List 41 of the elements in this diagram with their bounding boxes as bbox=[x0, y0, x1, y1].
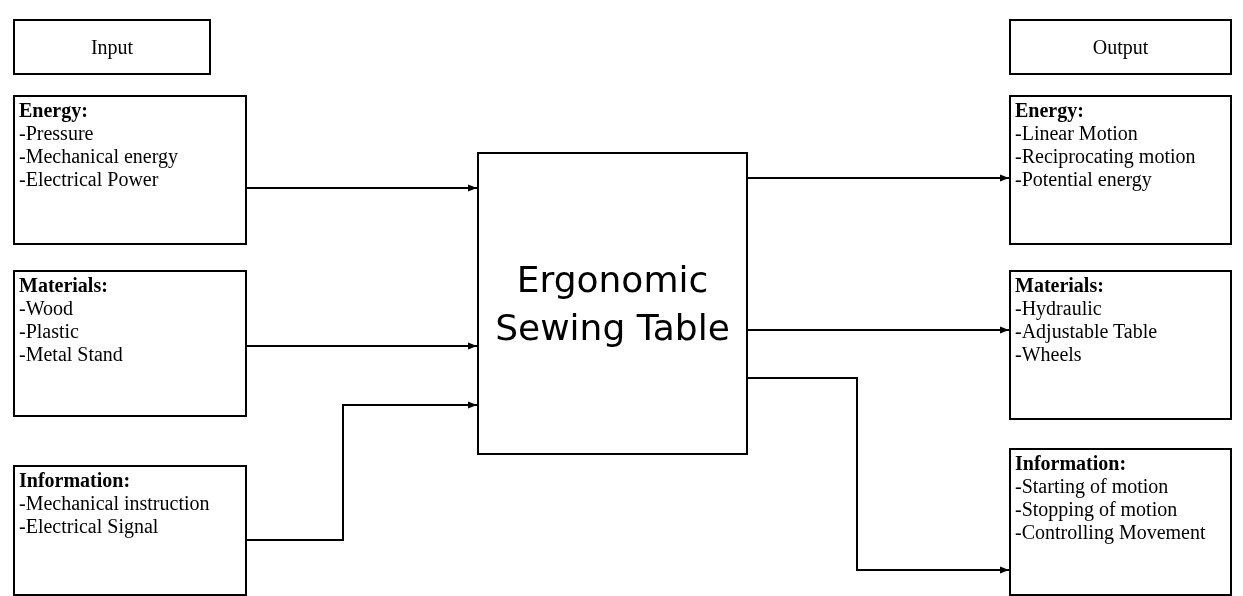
heading: Materials: bbox=[19, 274, 109, 297]
list-item: -Mechanical instruction bbox=[19, 492, 211, 515]
list-item: -Adjustable Table bbox=[1015, 320, 1159, 343]
heading: Ergonomic Sewing Table bbox=[494, 257, 731, 350]
text-box bbox=[13, 270, 247, 417]
heading: Energy: bbox=[1015, 99, 1085, 122]
text-box bbox=[1009, 19, 1232, 75]
list-item: -Potential energy bbox=[1015, 168, 1153, 191]
arrow bbox=[246, 184, 478, 192]
heading: Energy: bbox=[19, 99, 89, 122]
heading: Information: bbox=[1015, 452, 1128, 475]
text-box bbox=[1009, 95, 1232, 245]
arrow bbox=[246, 401, 478, 541]
list-item: -Plastic bbox=[19, 320, 80, 343]
heading: Materials: bbox=[1015, 274, 1105, 297]
list-item: -Hydraulic bbox=[1015, 297, 1103, 320]
list-item: -Pressure bbox=[19, 122, 95, 145]
list-item: -Mechanical energy bbox=[19, 145, 179, 168]
arrow bbox=[747, 377, 1010, 574]
list-item: -Electrical Signal bbox=[19, 515, 160, 538]
list-item: -Starting of motion bbox=[1015, 475, 1170, 498]
arrow bbox=[246, 342, 478, 350]
list-item: -Stopping of motion bbox=[1015, 498, 1179, 521]
list-item: -Electrical Power bbox=[19, 168, 160, 191]
text-box bbox=[13, 95, 247, 245]
list-item: -Linear Motion bbox=[1015, 122, 1139, 145]
heading: Information: bbox=[19, 469, 132, 492]
heading: Input bbox=[90, 35, 134, 59]
list-item: -Controlling Movement bbox=[1015, 521, 1207, 544]
text-box bbox=[13, 19, 211, 75]
arrow bbox=[747, 174, 1010, 182]
process-box bbox=[477, 152, 748, 455]
arrow bbox=[747, 326, 1010, 334]
text-box bbox=[1009, 270, 1232, 420]
list-item: -Wood bbox=[19, 297, 74, 320]
heading: Output bbox=[1092, 35, 1149, 59]
text-box bbox=[1009, 448, 1232, 596]
list-item: -Wheels bbox=[1015, 343, 1083, 366]
list-item: -Metal Stand bbox=[19, 343, 124, 366]
text-box bbox=[13, 465, 247, 596]
list-item: -Reciprocating motion bbox=[1015, 145, 1197, 168]
